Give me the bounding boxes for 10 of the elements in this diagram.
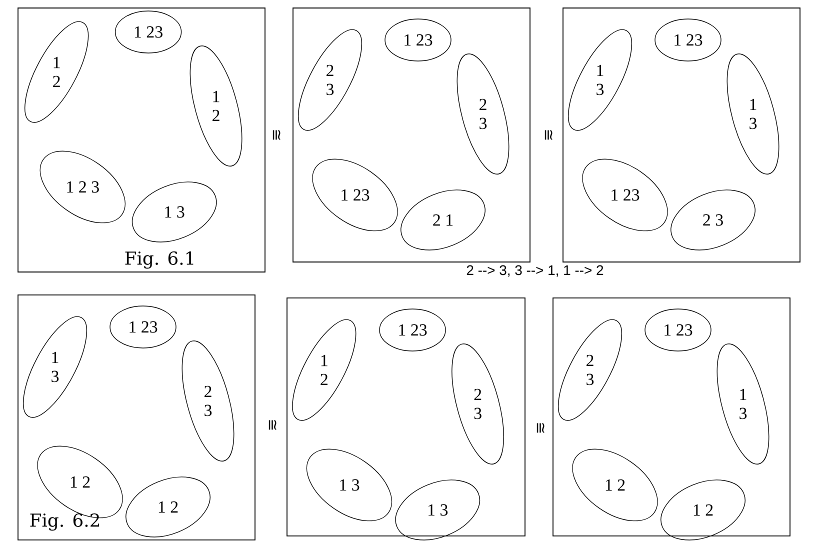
panel-frame: [292, 8, 530, 262]
mapping-note: 2 --> 3, 3 --> 1, 1 --> 2: [466, 265, 604, 277]
congruence-sign: ≅: [268, 420, 276, 430]
congruence-sign: ≅: [544, 130, 552, 140]
panel-frame: [552, 298, 790, 536]
congruence-sign: ≅: [272, 130, 280, 140]
figure-caption: Fig. 6.1: [125, 251, 194, 269]
panel-frame: [286, 298, 526, 536]
panel-frame: [562, 8, 800, 262]
congruence-sign: ≅: [536, 423, 544, 433]
